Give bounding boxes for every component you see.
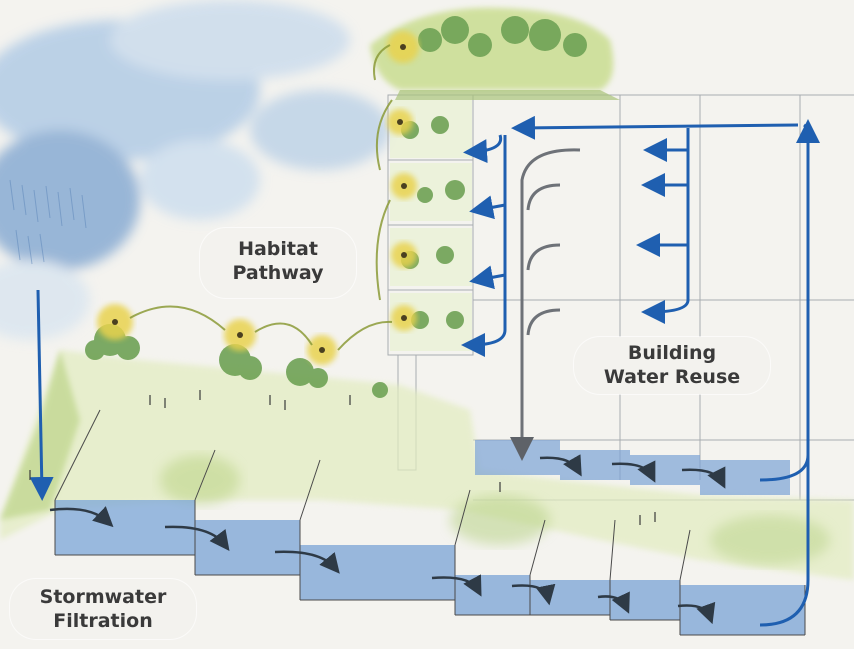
greywater-collection-arrows bbox=[510, 148, 581, 461]
trees bbox=[85, 16, 587, 398]
building-label-line2: Water Reuse bbox=[603, 366, 741, 388]
storm-label-line1: Stormwater bbox=[39, 586, 167, 608]
pollinator-stops bbox=[97, 31, 419, 365]
building-water-reuse-label: Building Water Reuse bbox=[574, 337, 770, 394]
bee-flower-icon bbox=[112, 44, 407, 353]
basin-walls bbox=[54, 409, 806, 636]
rain-hatching bbox=[9, 179, 87, 265]
rainfall-arrow bbox=[29, 289, 54, 501]
cascade-arrows bbox=[49, 454, 726, 625]
people-figures bbox=[29, 390, 656, 525]
building-label-line1: Building bbox=[627, 342, 717, 364]
storm-label-line2: Filtration bbox=[53, 610, 153, 632]
habitat-label-line1: Habitat bbox=[238, 238, 318, 260]
habitat-pathway-label: Habitat Pathway bbox=[200, 228, 356, 298]
sky-wash bbox=[0, 0, 390, 340]
stormwater-filtration-label: Stormwater Filtration bbox=[10, 579, 196, 639]
habitat-pathway-arcs bbox=[129, 44, 393, 351]
habitat-label-line2: Pathway bbox=[232, 262, 324, 284]
water-reuse-supply-arrows bbox=[461, 115, 820, 627]
